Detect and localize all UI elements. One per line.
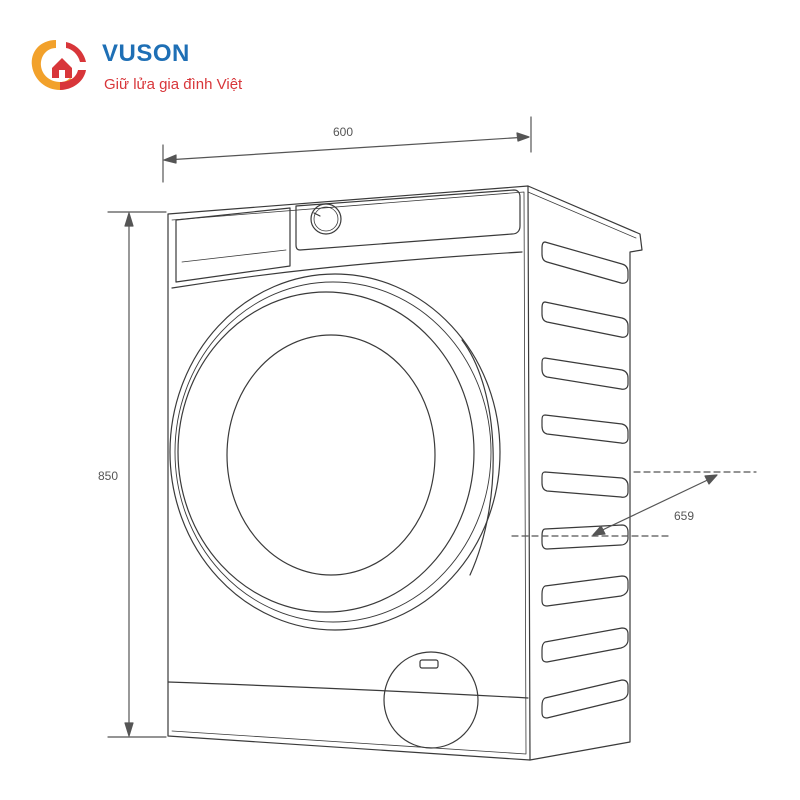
vent-slot	[541, 414, 629, 444]
brand-logo: VUSON Giữ lửa gia đình Việt	[26, 30, 266, 100]
program-knob	[310, 203, 342, 235]
depth-dimension	[511, 471, 757, 537]
vent-slot	[541, 471, 629, 498]
machine-front	[167, 185, 531, 761]
top-back-edge	[527, 191, 637, 239]
machine-side	[527, 185, 643, 761]
base-plinth-line	[167, 681, 529, 699]
brand-name: VUSON	[102, 40, 190, 67]
front-face-inner-edge	[171, 191, 527, 755]
front-face-outline	[167, 185, 531, 761]
side-vent-slots	[541, 241, 629, 719]
vent-slot	[541, 241, 629, 284]
vent-slot	[541, 301, 629, 338]
door	[169, 273, 501, 631]
door-frame	[177, 291, 475, 613]
detergent-drawer	[175, 207, 291, 283]
arrow-head	[516, 132, 530, 142]
width-label: 600	[333, 125, 353, 139]
brand-slogan: Giữ lửa gia đình Việt	[104, 76, 243, 93]
drawer-handle-line	[181, 249, 287, 263]
door-glass	[226, 334, 436, 576]
vent-slot	[541, 357, 629, 390]
width-dimension	[162, 116, 532, 183]
program-knob-inner	[313, 206, 339, 232]
vent-slot	[541, 575, 629, 607]
height-label: 850	[98, 469, 118, 483]
door-hinge-edge	[461, 339, 494, 576]
arrow-head	[124, 722, 134, 737]
door-outer-ring	[169, 273, 501, 631]
filter-hatch	[383, 651, 479, 749]
side-face-outline	[527, 185, 643, 761]
vuson-logo-icon	[31, 40, 86, 90]
vent-slot	[541, 679, 629, 719]
depth-dimension-line	[593, 475, 717, 535]
depth-label: 659	[674, 509, 694, 523]
vent-slot	[541, 524, 629, 550]
control-panel-bottom-edge	[171, 251, 523, 289]
control-panel-display	[295, 189, 521, 251]
width-dimension-line	[165, 136, 529, 161]
filter-hatch-tab	[419, 659, 439, 669]
door-ring-edge	[174, 281, 492, 623]
arrow-head	[704, 474, 718, 485]
height-dimension	[107, 211, 167, 738]
arrow-head	[592, 525, 606, 536]
arrow-head	[163, 154, 177, 164]
arrow-head	[124, 212, 134, 227]
knob-indicator	[313, 212, 321, 217]
vent-slot	[541, 627, 629, 663]
